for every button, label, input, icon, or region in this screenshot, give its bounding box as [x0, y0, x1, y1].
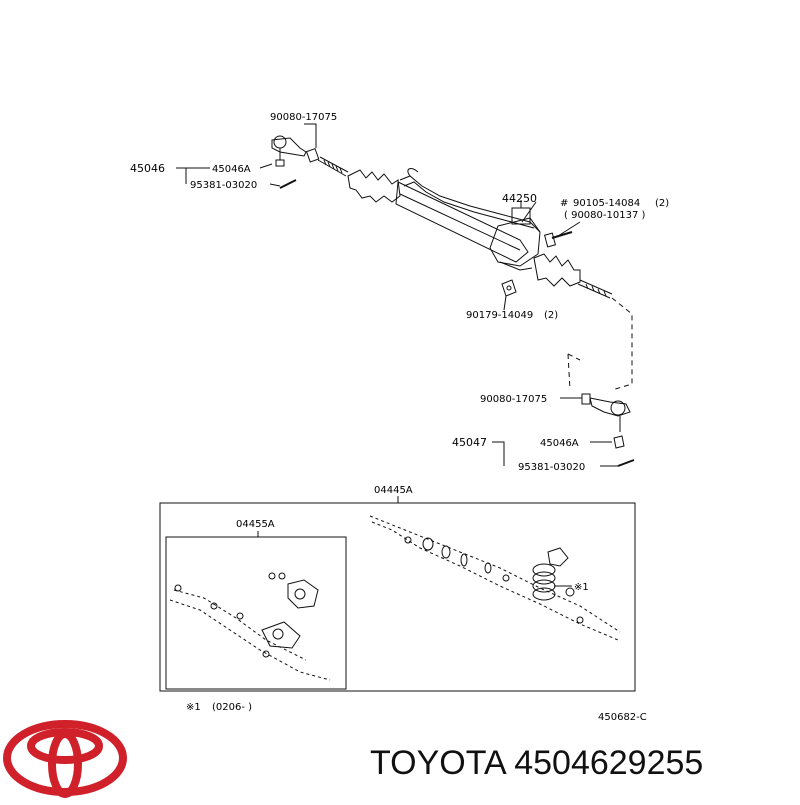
- kit-box-04455A: [165, 536, 347, 690]
- footnote-text: (0206- ): [212, 702, 252, 713]
- kit-box-04445A: [159, 502, 636, 692]
- label-04445A: 04445A: [374, 485, 413, 496]
- label-45046A-top: 45046A: [212, 164, 251, 175]
- label-45047: 45047: [452, 436, 487, 449]
- diagram-code: 450682-C: [598, 712, 647, 723]
- label-95381-03020-top: 95381-03020: [190, 180, 257, 191]
- threaded-end-left: [317, 156, 349, 177]
- bolt-90105-14084: [543, 231, 573, 248]
- part-number-caption: TOYOTA 4504629255: [370, 744, 704, 782]
- label-90105-14084: 90105-14084: [573, 198, 640, 209]
- label-90080-10137: ( 90080-10137 ): [564, 210, 645, 221]
- label-45046A-bot: 45046A: [540, 438, 579, 449]
- footnote-mark: ※1: [186, 702, 201, 713]
- assembly-dashed-line: [567, 297, 633, 391]
- label-90080-17075-bot: 90080-17075: [480, 394, 547, 405]
- nut-90080-17075-bot: [581, 393, 591, 405]
- rack-outline-04445A: [369, 515, 621, 641]
- cotter-pin-bot: [617, 459, 635, 467]
- cotter-pin-top: [279, 179, 297, 189]
- seal-parts-04455A: [174, 572, 319, 658]
- nut-45046A-bot: [613, 435, 625, 449]
- label-95381-03020-bot: 95381-03020: [518, 462, 585, 473]
- rack-outline-04455A: [169, 589, 331, 681]
- label-90179-14049: 90179-14049: [466, 310, 533, 321]
- tie-rod-end-left: [271, 135, 307, 167]
- tie-rod-end-right: [589, 397, 631, 432]
- threaded-end-right: [577, 279, 613, 299]
- nut-90080-17075-top: [305, 147, 320, 163]
- label-90080-17075-top: 90080-17075: [270, 112, 337, 123]
- label-note-mark: ※1: [574, 582, 589, 593]
- label-44250: 44250: [502, 192, 537, 205]
- toyota-logo: [0, 716, 130, 800]
- label-90179-qty: (2): [544, 310, 558, 321]
- bracket-90179-14049: [501, 279, 517, 297]
- label-45046: 45046: [130, 162, 165, 175]
- part-labels: 90080-17075 45046 45046A 95381-03020 442…: [130, 112, 669, 723]
- label-hash: #: [560, 198, 568, 209]
- label-04455A: 04455A: [236, 519, 275, 530]
- steering-rack-assembly: [347, 168, 581, 287]
- label-90105-qty: (2): [655, 198, 669, 209]
- seal-parts-04445A: [404, 536, 584, 624]
